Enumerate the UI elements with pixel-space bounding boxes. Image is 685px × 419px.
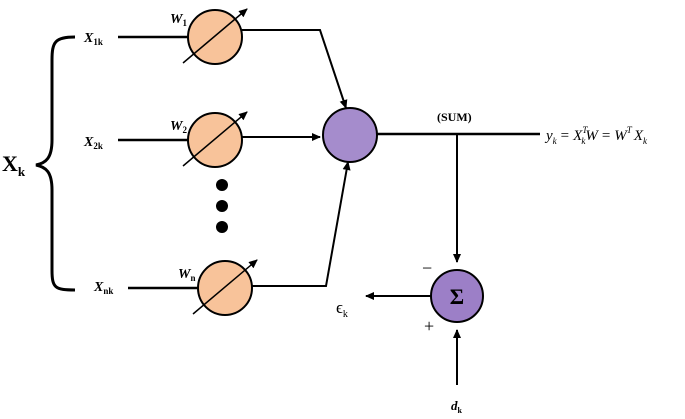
weight-arrow-2 xyxy=(182,111,248,167)
sum-label: (SUM) xyxy=(437,110,472,124)
weight-label-wn: Wn xyxy=(178,267,195,283)
weight-node-2 xyxy=(187,112,243,168)
weight-node-n xyxy=(197,260,253,316)
input-group-label: Xk xyxy=(2,151,26,179)
plus-sign: + xyxy=(424,316,434,336)
minus-sign: − xyxy=(422,258,432,278)
weight-arrow-n xyxy=(192,259,258,315)
input-label-xnk: Xnk xyxy=(93,280,113,296)
weight-to-sum-1 xyxy=(242,29,348,109)
weight-label-w2: W2 xyxy=(170,119,187,135)
sum-node xyxy=(322,107,378,163)
input-group-brace xyxy=(35,35,76,292)
desired-label: dk xyxy=(451,398,463,415)
ellipsis-dot-3 xyxy=(216,221,228,233)
error-label: ϵk xyxy=(336,298,348,320)
weight-arrow-1 xyxy=(182,8,248,64)
weight-node-1 xyxy=(187,9,243,65)
input-label-x1k: X1k xyxy=(83,31,103,47)
weight-label-w1: W1 xyxy=(170,12,187,28)
input-label-x2k: X2k xyxy=(83,135,103,151)
ellipsis-dot-1 xyxy=(216,179,228,191)
sigma-symbol: Σ xyxy=(450,284,464,309)
weight-to-sum-n xyxy=(252,161,351,287)
ellipsis-dot-2 xyxy=(216,200,228,212)
